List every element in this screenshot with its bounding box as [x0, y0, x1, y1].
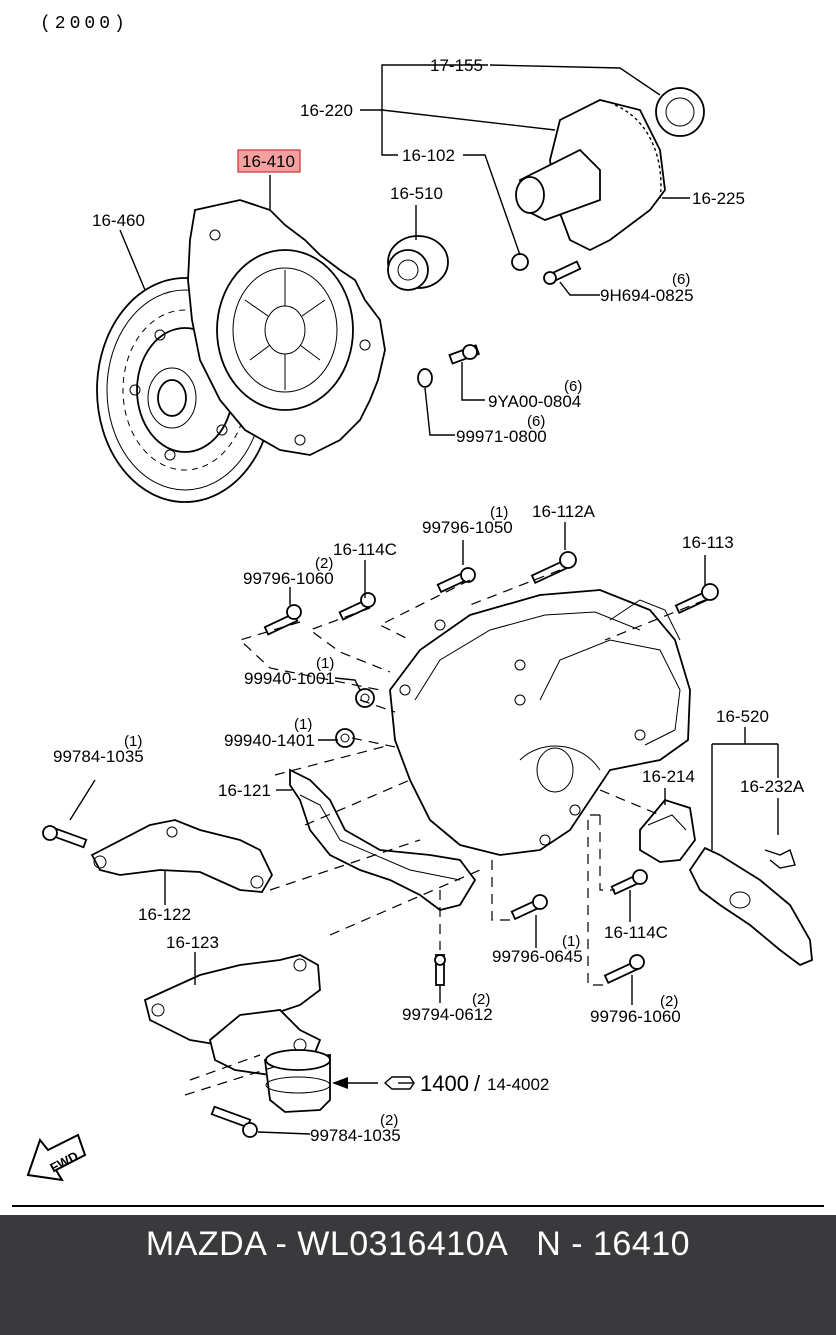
part-label-16-113: 16-113 — [682, 533, 734, 552]
part-label-16-214: 16-214 — [642, 767, 695, 786]
bolt-16-113 — [674, 583, 719, 615]
release-fork — [688, 846, 813, 967]
part-label-16-122: 16-122 — [138, 905, 191, 924]
part-label-99940-1001: 99940-1001 — [244, 669, 335, 688]
bolt-9H694 — [543, 260, 582, 285]
qty-1060-top: (2) — [315, 555, 333, 572]
qty-1035-top: (1) — [124, 733, 142, 750]
footer-part-reference: MAZDA - WL0316410A N - 16410 — [145, 1225, 691, 1263]
engine-mount-insulator — [263, 1049, 331, 1113]
stud-99794-0612 — [434, 954, 446, 986]
part-label-99784-1035-bottom: 99784-1035 — [310, 1126, 401, 1145]
part-label-16-114C-top: 16-114C — [333, 540, 397, 559]
qty-1035-bottom: (2) — [380, 1112, 398, 1129]
part-label-16-121: 16-121 — [218, 781, 271, 800]
part-label-16-225: 16-225 — [692, 189, 745, 208]
part-label-99794-0612: 99794-0612 — [402, 1005, 493, 1024]
qty-1060-bottom: (2) — [660, 993, 678, 1010]
part-label-9YA00-0804: 9YA00-0804 — [488, 392, 581, 411]
part-label-14-4002: 14-4002 — [487, 1075, 549, 1094]
bolt-9YA00 — [448, 344, 481, 365]
transmission-housing — [389, 589, 691, 856]
qty-9YA00: (6) — [564, 378, 582, 395]
diagram-year-header: (2000) — [40, 14, 129, 34]
pointing-hand-icon — [383, 1076, 415, 1090]
qty-1401: (1) — [294, 716, 312, 733]
release-bearing — [387, 235, 449, 291]
part-label-99796-1050: 99796-1050 — [422, 518, 513, 537]
part-label-99796-1060-top: 99796-1060 — [243, 569, 334, 588]
qty-0645: (1) — [562, 933, 580, 950]
washer-99971 — [417, 368, 433, 388]
part-label-16-114C-bottom: 16-114C — [604, 923, 668, 942]
highlight-box — [237, 149, 301, 173]
part-label-1400: 1400 — [420, 1071, 469, 1096]
label-separator: / — [474, 1071, 481, 1096]
bolt-99796-1060-top — [263, 604, 302, 636]
part-label-99784-1035-top: 99784-1035 — [53, 747, 144, 766]
clip-16-232A — [764, 849, 796, 869]
part-label-16-510: 16-510 — [390, 184, 443, 203]
pressure-plate — [187, 199, 386, 456]
qty-1050: (1) — [490, 504, 508, 521]
bolt-99784-1035-top — [42, 825, 88, 849]
part-label-9H694-0825: 9H694-0825 — [600, 286, 694, 305]
part-label-16-520: 16-520 — [716, 707, 769, 726]
bracket-16-122 — [90, 819, 274, 893]
part-label-99796-1060-bottom: 99796-1060 — [590, 1007, 681, 1026]
part-label-16-220: 16-220 — [300, 101, 353, 120]
part-label-16-112A: 16-112A — [532, 502, 596, 521]
exploded-parts-diagram: (2000) — [26, 14, 813, 1182]
part-label-16-232A: 16-232A — [740, 777, 805, 796]
footer-bar: MAZDA - WL0316410A N - 16410 — [0, 1215, 836, 1335]
bolt-99796-1050 — [436, 567, 476, 594]
fwd-arrow-icon: FWD — [26, 1133, 87, 1182]
bracket-16-121 — [289, 768, 477, 911]
front-cover-guide — [515, 87, 705, 252]
nut-99940-1401 — [335, 728, 355, 748]
footer-divider — [12, 1205, 824, 1207]
qty-0612: (2) — [472, 991, 490, 1008]
part-label-99971-0800: 99971-0800 — [456, 427, 547, 446]
qty-99971: (6) — [527, 413, 545, 430]
bolt-99796-1060-bottom — [603, 954, 645, 985]
bolt-99796-0645 — [510, 894, 548, 921]
part-label-16-460: 16-460 — [92, 211, 145, 230]
part-label-99940-1401: 99940-1401 — [224, 731, 315, 750]
qty-1001: (1) — [316, 655, 334, 672]
part-label-17-155: 17-155 — [430, 56, 483, 75]
nut-99940-1001 — [355, 688, 375, 708]
part-label-16-123: 16-123 — [166, 933, 219, 952]
bolt-99784-1035-bottom — [210, 1105, 258, 1138]
reference-arrow — [332, 1077, 348, 1089]
qty-9H694: (6) — [672, 271, 690, 288]
part-label-16-410: 16-410 — [242, 152, 295, 171]
cushion-16-214 — [639, 798, 696, 863]
bolt-16-114C-bottom — [610, 869, 648, 896]
bolt-16-114C-top — [338, 592, 376, 621]
part-label-99796-0645: 99796-0645 — [492, 947, 583, 966]
part-label-16-102: 16-102 — [402, 146, 455, 165]
bolt-16-102 — [511, 253, 529, 271]
